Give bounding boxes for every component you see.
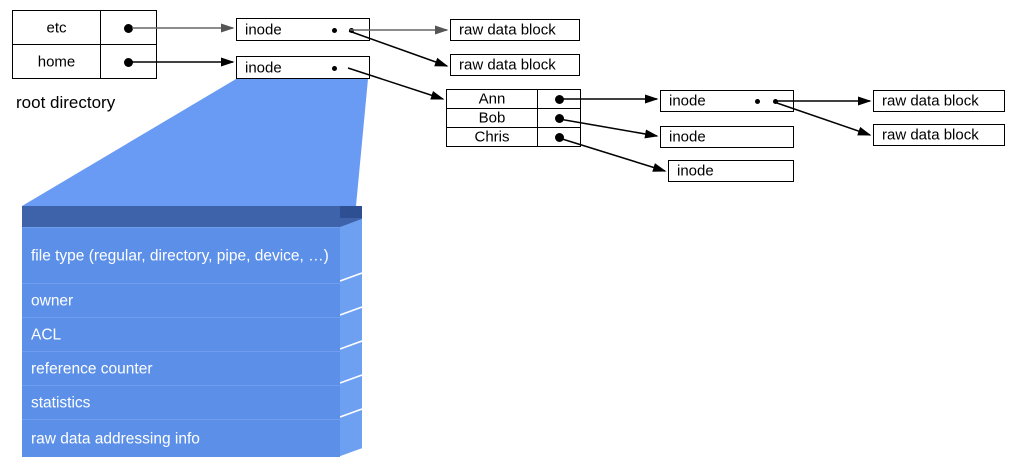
stack-top-face — [22, 206, 362, 227]
pointer-dot-icon — [124, 58, 133, 67]
home-dir-name-label: Ann — [478, 90, 506, 108]
root-dir-name-label: etc — [46, 19, 67, 36]
pointer-dot-icon — [332, 28, 337, 33]
raw-data-block-3[interactable]: raw data block — [873, 90, 1005, 112]
home-dir-name-label: Bob — [478, 109, 506, 127]
raw-data-block-label: raw data block — [459, 21, 556, 39]
stack-slab-statistics: statistics — [22, 385, 340, 419]
inode-label: inode — [669, 128, 706, 146]
raw-data-block-label: raw data block — [882, 92, 979, 110]
stack-slab-file-type: file type (regular, directory, pipe, dev… — [22, 227, 340, 283]
stack-side-face — [339, 219, 362, 458]
stack-slab-label: raw data addressing info — [31, 429, 200, 447]
root-dir-name-home[interactable]: home — [12, 44, 101, 79]
home-dir-name-label: Chris — [474, 128, 510, 146]
inode-box-etc[interactable]: inode — [236, 18, 370, 41]
home-dir-pointer-bob[interactable] — [537, 108, 581, 128]
pointer-dot-icon — [124, 24, 133, 33]
home-dir-name-bob[interactable]: Bob — [446, 108, 538, 128]
home-dir-pointer-ann[interactable] — [537, 89, 581, 109]
pointer-dot-icon — [755, 99, 760, 104]
home-dir-name-chris[interactable]: Chris — [446, 127, 538, 147]
stack-slab-label: reference counter — [31, 359, 153, 377]
inode-label: inode — [245, 21, 282, 38]
pointer-dot-icon — [349, 28, 354, 33]
stack-slab-label: owner — [31, 291, 74, 309]
inode-box-ann[interactable]: inode — [660, 90, 794, 112]
stack-slab-owner: owner — [22, 283, 340, 317]
root-dir-pointer-home[interactable] — [100, 44, 157, 79]
root-directory-caption: root directory — [16, 93, 116, 112]
root-dir-name-etc[interactable]: etc — [12, 10, 101, 45]
raw-data-block-4[interactable]: raw data block — [873, 124, 1005, 146]
pointer-dot-icon — [332, 66, 337, 71]
root-dir-pointer-etc[interactable] — [100, 10, 157, 45]
pointer-dot-icon — [555, 133, 564, 142]
home-dir-name-ann[interactable]: Ann — [446, 89, 538, 109]
home-dir-pointer-chris[interactable] — [537, 127, 581, 147]
stack-slab-acl: ACL — [22, 317, 340, 351]
stack-slab-raw-data-addressing: raw data addressing info — [22, 419, 340, 457]
raw-data-block-1[interactable]: raw data block — [450, 19, 580, 41]
inode-box-bob[interactable]: inode — [660, 126, 794, 148]
inode-box-chris[interactable]: inode — [668, 160, 794, 182]
inode-detail-stack: file type (regular, directory, pipe, dev… — [22, 205, 362, 463]
inode-label: inode — [245, 59, 282, 76]
pointer-dot-icon — [773, 99, 778, 104]
stack-slab-label: statistics — [31, 393, 91, 411]
inode-label: inode — [677, 162, 714, 180]
inode-label: inode — [669, 92, 706, 110]
raw-data-block-label: raw data block — [459, 56, 556, 74]
inode-box-home[interactable]: inode — [236, 56, 370, 79]
stack-slab-label: file type (regular, directory, pipe, dev… — [31, 246, 329, 264]
stack-slab-label: ACL — [31, 325, 62, 343]
raw-data-block-label: raw data block — [882, 126, 979, 144]
stack-slab-reference-counter: reference counter — [22, 351, 340, 385]
pointer-dot-icon — [555, 114, 564, 123]
pointer-dot-icon — [555, 95, 564, 104]
root-dir-name-label: home — [37, 53, 76, 70]
raw-data-block-2[interactable]: raw data block — [450, 54, 580, 76]
